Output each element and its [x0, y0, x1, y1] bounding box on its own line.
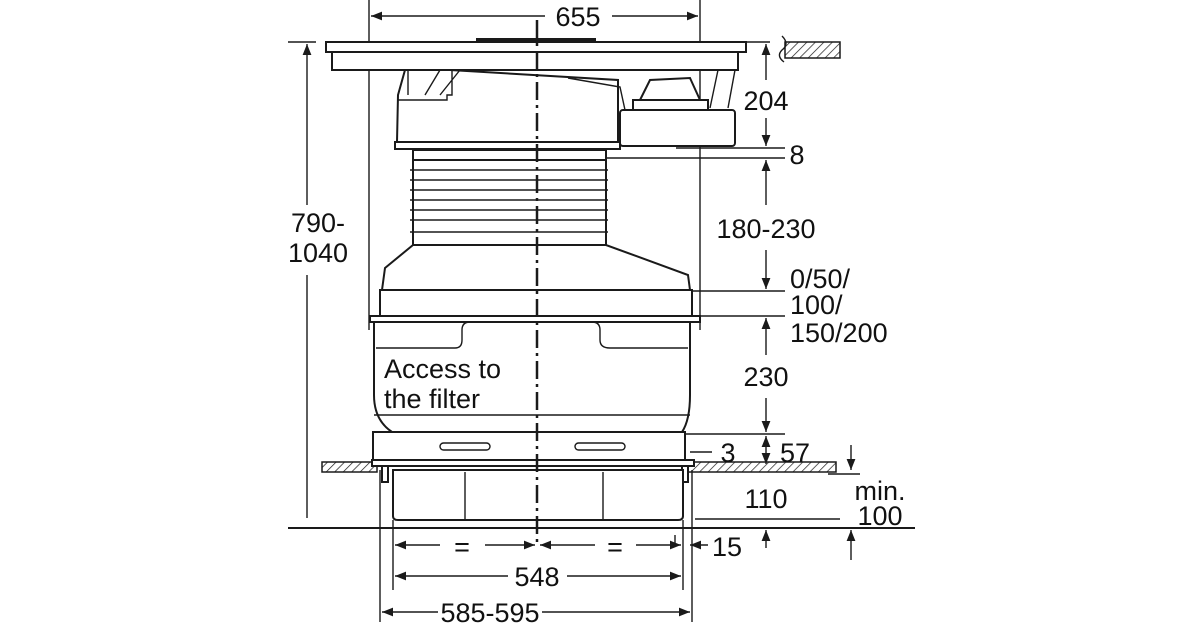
fan-housing: [394, 69, 736, 150]
dim-spacer-1: 0/50/: [790, 264, 851, 294]
bellows: [410, 149, 608, 246]
cone-section: [369, 244, 701, 323]
dim-1040: 1040: [288, 238, 348, 268]
worktop-top: [778, 35, 841, 63]
dim-655: 655: [555, 2, 600, 32]
dim-57: 57: [780, 438, 810, 468]
hob-plate: [325, 38, 747, 71]
dim-8: 8: [789, 140, 804, 170]
dim-spacer-3: 150/200: [790, 318, 888, 348]
dim-min-label: min.: [854, 476, 905, 506]
dim-110: 110: [744, 484, 787, 514]
dim-204: 204: [743, 86, 788, 116]
dim-3: 3: [720, 438, 735, 468]
dim-180-230: 180-230: [716, 214, 815, 244]
dimension-labels: 655 790- 1040 204 8 180-230 0/50/ 100/ 1…: [288, 2, 906, 628]
access-filter-label-2: the filter: [384, 384, 480, 414]
vent-slot-right: [574, 442, 626, 451]
access-filter-label-1: Access to: [384, 354, 501, 384]
base-section: [372, 431, 686, 463]
dim-equal-right: =: [607, 532, 623, 562]
dim-spacer-2: 100/: [790, 290, 843, 320]
dimension-lines: [302, 11, 860, 617]
dim-790: 790-: [291, 208, 345, 238]
dim-548: 548: [514, 562, 559, 592]
dim-min-100: 100: [857, 501, 902, 531]
dim-equal-left: =: [454, 532, 470, 562]
filter-body: [373, 321, 691, 433]
dim-230: 230: [743, 362, 788, 392]
dim-15: 15: [712, 532, 742, 562]
dim-585-595: 585-595: [440, 598, 539, 628]
vent-slot-left: [439, 442, 491, 451]
worktop-cutout: [321, 459, 837, 483]
